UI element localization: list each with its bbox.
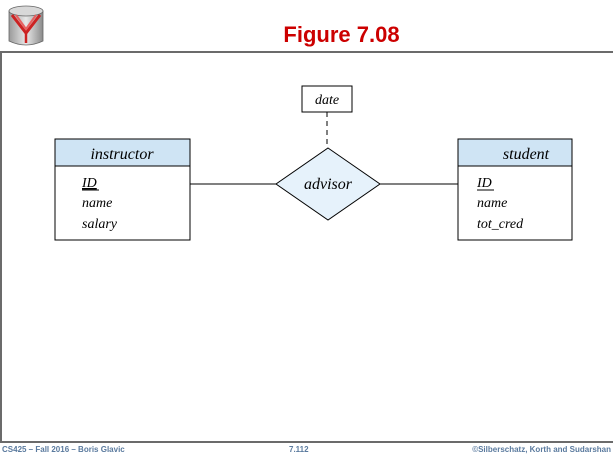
entity-instructor-name: instructor: [90, 146, 154, 163]
relationship-advisor-name: advisor: [304, 176, 353, 193]
entity-student-body: [457, 165, 573, 241]
relationship-attribute-label: date: [315, 93, 339, 108]
entity-student-attr-key: ID: [476, 176, 492, 191]
relationship-advisor-diamond: [275, 147, 381, 221]
entity-instructor-body: [54, 165, 191, 241]
entity-instructor-attr-key: ID: [81, 176, 97, 191]
entity-student-header: [457, 138, 573, 167]
entity-student-attr: tot_cred: [477, 217, 524, 232]
entity-student-name: student: [503, 146, 550, 163]
footer-divider: [0, 441, 613, 443]
footer-copyright: ©Silberschatz, Korth and Sudarshan: [472, 445, 611, 454]
entity-instructor-attr: salary: [82, 217, 118, 232]
footer-course: CS425 – Fall 2016 – Boris Glavic: [2, 445, 125, 454]
footer-page-number: 7.112: [289, 445, 309, 454]
relationship-attribute-box: [301, 85, 353, 113]
database-cylinder-icon: [8, 5, 44, 46]
entity-instructor-attr: name: [82, 196, 112, 211]
entity-student-attr: name: [477, 196, 507, 211]
header-divider: [0, 51, 613, 53]
slide-title: Figure 7.08: [283, 22, 400, 47]
left-divider: [0, 51, 2, 443]
